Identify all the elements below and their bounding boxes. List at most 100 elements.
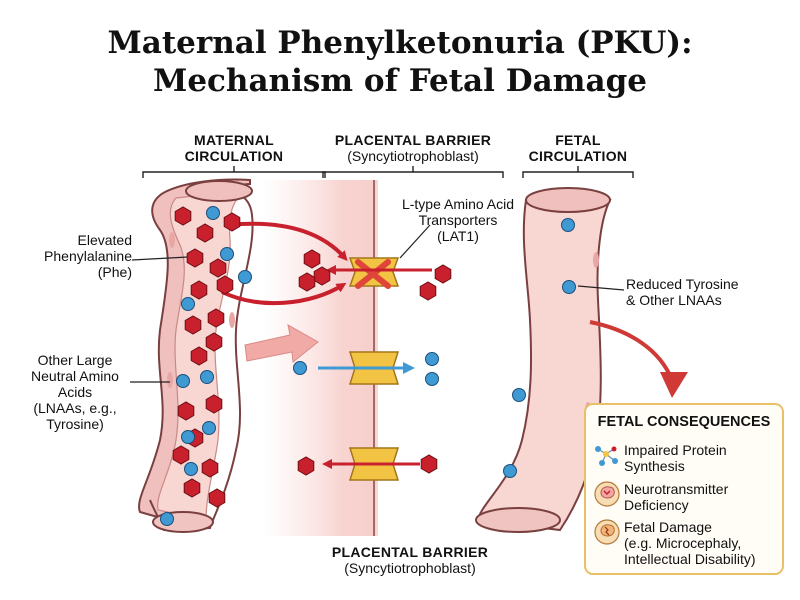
consequence-neuro-line1: Neurotransmitter xyxy=(624,481,729,497)
damaged-brain-head-icon xyxy=(594,519,620,545)
lnaa-molecule xyxy=(206,206,220,220)
consequence-damage-line1: Fetal Damage xyxy=(624,519,712,535)
header-maternal: MATERNAL CIRCULATION xyxy=(134,132,334,164)
lnaa-molecule xyxy=(238,270,252,284)
label-phe-line2: Phenylalanine xyxy=(44,248,132,264)
label-elevated-phe: Elevated Phenylalanine (Phe) xyxy=(8,232,132,280)
label-phe-line3: (Phe) xyxy=(97,264,132,280)
label-lnaas: Other Large Neutral Amino Acids (LNAAs, … xyxy=(20,352,130,432)
phe-molecule xyxy=(297,456,315,476)
lnaa-molecule xyxy=(503,464,517,478)
phe-molecule xyxy=(208,488,226,508)
lnaa-molecule xyxy=(181,297,195,311)
lnaa-molecule xyxy=(293,361,307,375)
phe-molecule xyxy=(209,258,227,278)
lnaa-molecule xyxy=(160,512,174,526)
phe-molecule xyxy=(184,315,202,335)
header-placental-top-line2: (Syncytiotrophoblast) xyxy=(347,148,479,164)
label-lat1-line1: L-type Amino Acid xyxy=(401,196,515,212)
fetal-vessel-opening-bottom xyxy=(475,507,561,533)
label-leader-lines xyxy=(130,224,625,383)
lnaa-molecule xyxy=(200,370,214,384)
phe-molecule xyxy=(313,266,331,286)
phe-molecule xyxy=(201,458,219,478)
header-fetal-line1: FETAL xyxy=(555,132,601,148)
phe-arrow-bottom xyxy=(221,282,347,306)
protein-network-icon xyxy=(595,446,618,466)
label-lnaa-line2: Neutral Amino xyxy=(31,368,119,384)
bracket-maternal xyxy=(142,166,326,178)
bracket-placental xyxy=(322,166,504,178)
label-lnaa-line4: (LNAAs, e.g., xyxy=(33,400,117,416)
label-lat1-line3: (LAT1) xyxy=(437,228,479,244)
phe-arrow-top xyxy=(227,221,348,261)
phe-molecule xyxy=(186,248,204,268)
phe-molecule xyxy=(205,332,223,352)
fetal-consequence-arrow xyxy=(589,320,674,381)
fetal-consequences-box: FETAL CONSEQUENCES Impaired Protein Synt… xyxy=(584,403,784,575)
phe-molecule xyxy=(303,249,321,269)
label-lnaa-line5: Tyrosine) xyxy=(46,416,104,432)
lnaa-molecule xyxy=(562,280,576,294)
consequences-title: FETAL CONSEQUENCES xyxy=(597,414,771,430)
label-reduced-line2: & Other LNAAs xyxy=(626,292,722,308)
bracket-fetal xyxy=(522,166,634,178)
lnaa-molecule xyxy=(425,372,439,386)
phe-molecule xyxy=(434,264,452,284)
phe-molecule xyxy=(190,346,208,366)
phe-molecule xyxy=(183,478,201,498)
phe-molecule xyxy=(419,281,437,301)
label-reduced-tyrosine: Reduced Tyrosine & Other LNAAs xyxy=(626,276,786,308)
lnaa-molecule xyxy=(181,430,195,444)
consequence-damage-line2: (e.g. Microcephaly, xyxy=(624,535,742,551)
consequence-neuro-line2: Deficiency xyxy=(624,497,689,513)
fetal-consequence-arrowhead xyxy=(660,372,688,398)
phe-molecule xyxy=(216,275,234,295)
consequence-damage-line3: Intellectual Disability) xyxy=(624,551,756,567)
header-maternal-line2: CIRCULATION xyxy=(184,148,284,164)
membrane-arrows xyxy=(318,265,432,469)
phe-molecule xyxy=(205,394,223,414)
brain-head-icon xyxy=(594,481,620,507)
lnaa-molecule xyxy=(184,462,198,476)
lnaa-molecule xyxy=(220,247,234,261)
transporter-blocked xyxy=(348,257,400,289)
phe-molecule xyxy=(177,401,195,421)
consequence-item-protein: Impaired Protein Synthesis xyxy=(624,442,727,474)
consequence-protein-line1: Impaired Protein xyxy=(624,442,727,458)
consequence-item-neurotransmitter: Neurotransmitter Deficiency xyxy=(624,481,728,513)
molecules xyxy=(160,206,576,526)
title-line-2: Mechanism of Fetal Damage xyxy=(153,63,647,99)
label-phe-line1: Elevated xyxy=(77,232,132,248)
phe-molecule xyxy=(172,445,190,465)
consequence-protein-line2: Synthesis xyxy=(624,458,685,474)
header-fetal: FETAL CIRCULATION xyxy=(498,132,658,164)
lnaa-molecule xyxy=(202,421,216,435)
phe-molecule xyxy=(207,308,225,328)
maternal-vessel-opening-top xyxy=(185,180,253,202)
header-placental-bottom-line2: (Syncytiotrophoblast) xyxy=(344,560,476,576)
label-lat1: L-type Amino Acid Transporters (LAT1) xyxy=(388,196,528,244)
label-lat1-line2: Transporters xyxy=(418,212,498,228)
lnaa-bulk-arrow xyxy=(244,324,319,363)
lnaa-molecule xyxy=(512,388,526,402)
title-line-1: Maternal Phenylketonuria (PKU): xyxy=(107,25,693,61)
phe-transport-arrows xyxy=(221,221,348,363)
consequence-item-fetal-damage: Fetal Damage (e.g. Microcephaly, Intelle… xyxy=(624,519,756,567)
diagram-title: Maternal Phenylketonuria (PKU): Mechanis… xyxy=(0,24,800,100)
lnaa-molecule xyxy=(561,218,575,232)
fetal-vessel-opening-top xyxy=(525,187,611,213)
lnaa-molecule xyxy=(425,352,439,366)
header-placental-top-line1: PLACENTAL BARRIER xyxy=(334,132,492,148)
phe-molecule xyxy=(190,280,208,300)
header-placental-bottom-line1: PLACENTAL BARRIER xyxy=(331,544,489,560)
phe-molecule xyxy=(196,223,214,243)
phe-molecule xyxy=(174,206,192,226)
header-maternal-line1: MATERNAL xyxy=(194,132,274,148)
label-lnaa-line1: Other Large xyxy=(37,352,113,368)
phe-molecule xyxy=(223,212,241,232)
label-lnaa-line3: Acids xyxy=(57,384,93,400)
header-placental-top: PLACENTAL BARRIER (Syncytiotrophoblast) xyxy=(303,132,523,164)
phe-molecule xyxy=(298,272,316,292)
